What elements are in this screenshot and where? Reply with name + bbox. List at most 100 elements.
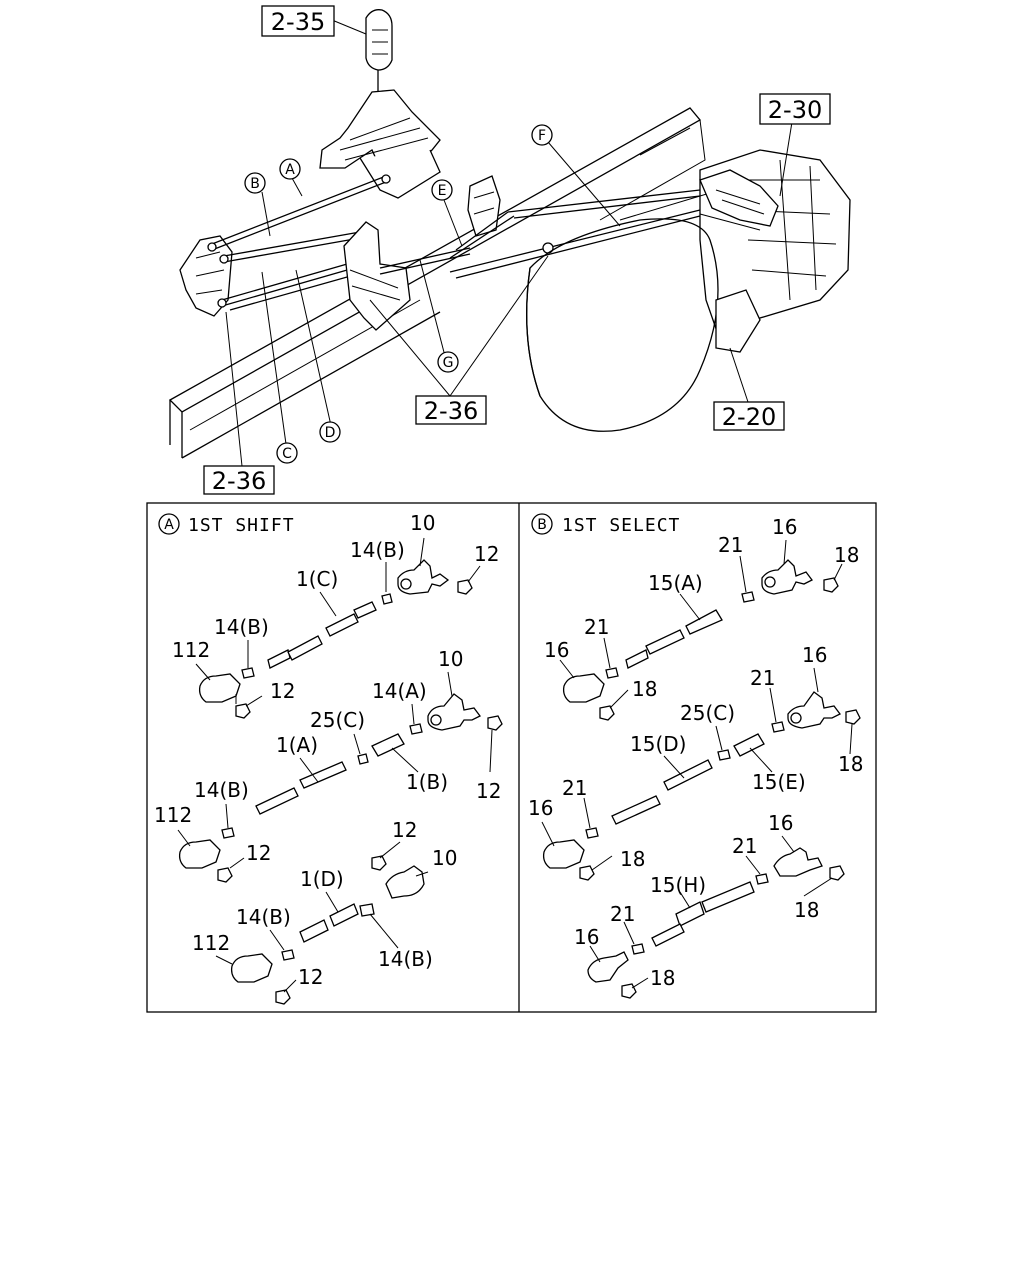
panel-b-marker: B (537, 517, 547, 533)
ref-box-2-36-center (415, 395, 487, 425)
center-bracket (343, 221, 471, 331)
callout-f-circle (531, 124, 553, 146)
label-a-14b-bot-right: 14(B) (378, 947, 433, 971)
callout-c-label: C (282, 446, 292, 462)
rod-1a (299, 761, 347, 789)
nut-18-top (823, 577, 839, 593)
callout-b-label: B (250, 176, 260, 192)
label-b-21-mid-left: 21 (562, 776, 587, 800)
rod-1c (287, 635, 323, 661)
sleeve-1b (371, 733, 405, 757)
panel-a-row2-parts (178, 693, 503, 883)
label-a-10-mid: 10 (438, 647, 463, 671)
ref-label-2-30: 2-30 (768, 96, 822, 124)
nut-12-right (487, 715, 503, 731)
label-a-14a: 14(A) (372, 679, 427, 703)
nut-12-top2 (235, 703, 251, 719)
overview-illustration: 2-35 2-30 2-36 2-36 2-20 A B C D E F (168, 5, 851, 495)
label-a-112-bot: 112 (192, 931, 230, 955)
label-a-12-mid: 12 (246, 841, 271, 865)
label-b-21-mid: 21 (750, 666, 775, 690)
label-a-112-mid: 112 (154, 803, 192, 827)
label-b-25c: 25(C) (680, 701, 735, 725)
ref-box-2-30 (759, 93, 831, 125)
ref-box-2-36-left (203, 465, 275, 495)
rod-end-16-top (761, 559, 813, 595)
cab-side-bracket (179, 235, 233, 317)
label-a-14b-mid: 14(B) (194, 778, 249, 802)
rod-15h (675, 901, 705, 927)
callout-e-label: E (438, 183, 447, 199)
callout-g-label: G (443, 355, 454, 371)
label-b-18-top: 18 (834, 543, 859, 567)
panel-a-1st-shift: A 1ST SHIFT (154, 511, 503, 1005)
rod-end-112-bot (230, 953, 273, 983)
label-b-15e: 15(E) (752, 770, 806, 794)
label-b-16-mid-left: 16 (528, 796, 553, 820)
label-b-16-bot-left: 16 (574, 925, 599, 949)
panel-b-row1-parts (562, 559, 839, 721)
transmission-rods (449, 189, 701, 279)
nut-18-mid-left (579, 865, 595, 881)
callout-e-circle (431, 179, 453, 201)
rod-end-16-left (562, 673, 605, 703)
callout-circles: A B C D E F G (244, 124, 553, 464)
label-b-15h: 15(H) (650, 873, 706, 897)
rod-end-112-top (198, 673, 241, 703)
label-b-16-bot-right: 16 (768, 811, 793, 835)
panel-b-marker-circle (531, 513, 553, 535)
callout-b-circle (244, 172, 266, 194)
nut-21-bot (755, 873, 769, 885)
panel-a-labels: 10 14(B) 12 1(C) 14(B) 112 12 10 14(A) 2… (154, 511, 501, 989)
shift-tower (699, 169, 779, 227)
rod-15a (685, 609, 723, 635)
label-a-10-bot: 10 (432, 846, 457, 870)
label-b-15a: 15(A) (648, 571, 703, 595)
panel-a-title: 1ST SHIFT (188, 515, 295, 536)
label-a-14b-top: 14(B) (350, 538, 405, 562)
label-a-112-top: 112 (172, 638, 210, 662)
callout-d-label: D (325, 425, 336, 441)
nut-21-top (741, 591, 755, 603)
nut-12-top (457, 579, 473, 595)
label-b-21-bot-left: 21 (610, 902, 635, 926)
rod-end-16-bot-right (773, 847, 823, 877)
callout-a-circle (279, 158, 301, 180)
label-a-12-top2: 12 (270, 679, 295, 703)
label-b-16-top: 16 (772, 515, 797, 539)
label-b-21-bot: 21 (732, 834, 757, 858)
panel-b-1st-select: B 1ST SELECT (528, 513, 863, 999)
nut-18-left (599, 705, 615, 721)
rod-end-112-mid (178, 839, 221, 869)
rod-15d (663, 759, 713, 791)
reference-boxes: 2-35 2-30 2-36 2-36 2-20 (203, 5, 831, 495)
ref-box-2-20 (713, 401, 785, 431)
ref-box-2-35 (261, 5, 335, 37)
rod-end-10-bot (385, 865, 425, 899)
panel-a-marker-circle (158, 513, 180, 535)
gear-shift-lever (319, 9, 441, 199)
sleeve-15e (733, 733, 765, 757)
label-b-15d: 15(D) (630, 732, 686, 756)
nut-12-bot (275, 989, 291, 1005)
panel-a-leaders (177, 537, 493, 993)
leader-lines (225, 19, 793, 467)
label-a-14b-bot-left: 14(B) (236, 905, 291, 929)
nut-18-bot-left (621, 983, 637, 999)
callout-d-circle (319, 421, 341, 443)
label-b-18-bot-right: 18 (794, 898, 819, 922)
label-a-1c: 1(C) (296, 567, 338, 591)
nut-21-mid (771, 721, 785, 733)
panel-b-labels: 16 21 18 15(A) 21 16 18 16 21 25(C) 15(D… (528, 515, 863, 990)
label-a-12-bot: 12 (298, 965, 323, 989)
ref-label-2-20: 2-20 (722, 403, 776, 431)
callout-c-circle (276, 442, 298, 464)
label-a-10-top: 10 (410, 511, 435, 535)
label-b-18-mid-left: 18 (620, 847, 645, 871)
ref-label-2-36-left: 2-36 (212, 467, 266, 495)
label-a-12-bot-top: 12 (392, 818, 417, 842)
rod-end-16-mid-left (542, 839, 585, 869)
callout-g-circle (437, 351, 459, 373)
label-a-12-top: 12 (474, 542, 499, 566)
